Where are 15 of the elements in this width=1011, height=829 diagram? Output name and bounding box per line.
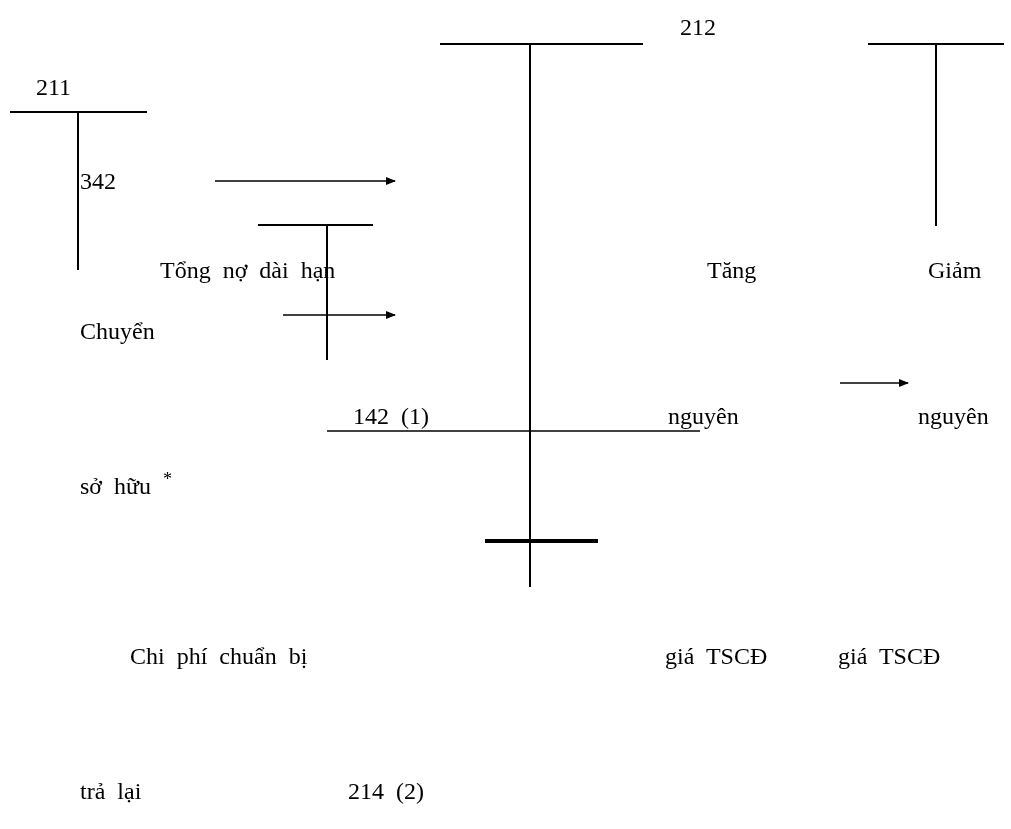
- text-label: Chuyển: [80, 317, 155, 345]
- text-label: Tăng: [707, 256, 757, 284]
- text-label: 212: [680, 13, 716, 41]
- text-label: trả lại: [80, 777, 142, 805]
- text-label: nguyên: [668, 402, 739, 430]
- text-label: 211: [36, 73, 72, 101]
- text-label: sở hữu $^{*}$: [80, 472, 173, 500]
- text-label: 342: [80, 167, 116, 195]
- text-label: Giảm: [928, 256, 982, 284]
- text-label: 214 (2): [348, 777, 424, 805]
- text-label: 142 (1): [353, 402, 429, 430]
- text-label: giá TSCĐ: [665, 642, 768, 670]
- text-label: Chi phí chuẩn bị: [130, 642, 308, 670]
- text-label: nguyên: [918, 402, 989, 430]
- text-label: giá TSCĐ: [838, 642, 941, 670]
